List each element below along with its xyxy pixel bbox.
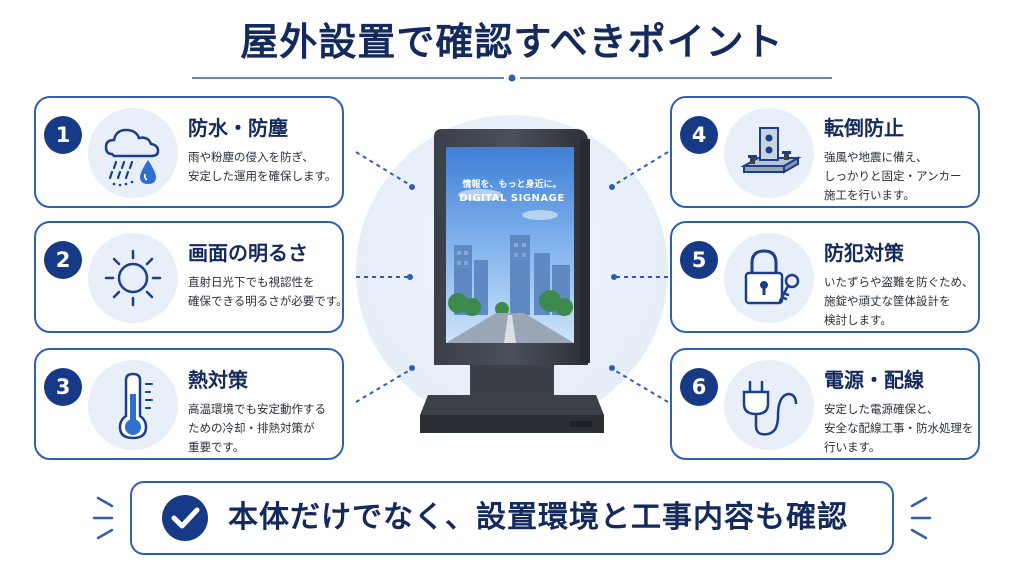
point-title: 電源・配線 — [824, 368, 924, 392]
check-circle-icon — [162, 495, 208, 541]
rain-cloud-icon — [88, 108, 178, 198]
point-description: 高温環境でも安定動作する ための冷却・排熱対策が 重要です。 — [188, 400, 338, 457]
desc-line: 高温環境でも安定動作する — [188, 402, 326, 416]
desc-line: 施錠や頑丈な筐体設計を — [824, 294, 951, 308]
point-title: 防犯対策 — [824, 241, 904, 265]
point-number-badge: 2 — [44, 241, 82, 279]
summary-banner: 本体だけでなく、設置環境と工事内容も確認 — [130, 481, 894, 555]
point-title: 防水・防塵 — [188, 116, 288, 140]
point-card-brightness: 2 画面の明るさ 直射日光下でも視認性を 確保できる明るさが必要です。 — [34, 221, 348, 333]
padlock-key-icon — [724, 233, 814, 323]
desc-line: ための冷却・排熱対策が — [188, 421, 315, 435]
title-underline — [192, 74, 832, 82]
digital-signage-kiosk: 情報を、もっと身近に。 DIGITAL SIGNAGE — [410, 125, 614, 440]
power-plug-icon — [724, 360, 814, 450]
point-card-heat: 3 熱対策 高温環境でも安定動作する ための冷却・排熱対策が 重要です。 — [34, 348, 344, 460]
point-card-waterproof: 1 防水・防塵 雨や粉塵の侵入を防ぎ、 安定した運用を確保します。 — [34, 96, 344, 208]
sparkle-lines-right-icon — [910, 496, 932, 540]
point-title: 熱対策 — [188, 368, 248, 392]
desc-line: 確保できる明るさが必要です。 — [188, 294, 348, 308]
summary-text: 本体だけでなく、設置環境と工事内容も確認 — [228, 500, 848, 535]
thermometer-icon — [88, 360, 178, 450]
point-description: いたずらや盗難を防ぐため、 施錠や頑丈な筐体設計を 検討します。 — [824, 273, 974, 330]
point-description: 強風や地震に備え、 しっかりと固定・アンカー 施工を行います。 — [824, 148, 974, 205]
desc-line: 重要です。 — [188, 440, 245, 454]
point-number-badge: 1 — [44, 116, 82, 154]
desc-line: しっかりと固定・アンカー — [824, 169, 962, 183]
kiosk-illustration — [420, 129, 604, 433]
desc-line: 施工を行います。 — [824, 188, 915, 202]
desc-line: 雨や粉塵の侵入を防ぎ、 — [188, 150, 314, 164]
desc-line: 行います。 — [824, 440, 881, 454]
desc-line: 強風や地震に備え、 — [824, 150, 928, 164]
anchor-bracket-icon — [724, 108, 814, 198]
point-number-badge: 4 — [680, 116, 718, 154]
point-number-badge: 6 — [680, 368, 718, 406]
desc-line: 安定した電源確保と、 — [824, 402, 939, 416]
screen-text-line1: 情報を、もっと身近に。 — [462, 180, 562, 190]
point-card-tip-prevention: 4 転倒防止 強風や地震に備え、 しっかりと固定・アンカー 施工を行います。 — [670, 96, 980, 208]
desc-line: 検討します。 — [824, 313, 892, 327]
desc-line: 直射日光下でも視認性を — [188, 275, 315, 289]
sparkle-lines-left-icon — [92, 496, 114, 540]
point-title: 画面の明るさ — [188, 241, 308, 265]
desc-line: いたずらや盗難を防ぐため、 — [824, 275, 974, 289]
point-number-badge: 5 — [680, 241, 718, 279]
point-number-badge: 3 — [44, 368, 82, 406]
point-card-security: 5 防犯対策 いたずらや盗難を防ぐため、 施錠や頑丈な筐体設計を 検討します。 — [670, 221, 980, 333]
sun-icon — [88, 233, 178, 323]
screen-text-line2: DIGITAL SIGNAGE — [459, 193, 565, 204]
point-description: 直射日光下でも視認性を 確保できる明るさが必要です。 — [188, 273, 348, 311]
desc-line: 安全な配線工事・防水処理を — [824, 421, 974, 435]
point-card-power-wiring: 6 電源・配線 安定した電源確保と、 安全な配線工事・防水処理を 行います。 — [670, 348, 980, 460]
point-title: 転倒防止 — [824, 116, 904, 140]
page-title: 屋外設置で確認すべきポイント — [240, 20, 784, 64]
point-description: 安定した電源確保と、 安全な配線工事・防水処理を 行います。 — [824, 400, 974, 457]
point-description: 雨や粉塵の侵入を防ぎ、 安定した運用を確保します。 — [188, 148, 338, 186]
desc-line: 安定した運用を確保します。 — [188, 169, 337, 183]
